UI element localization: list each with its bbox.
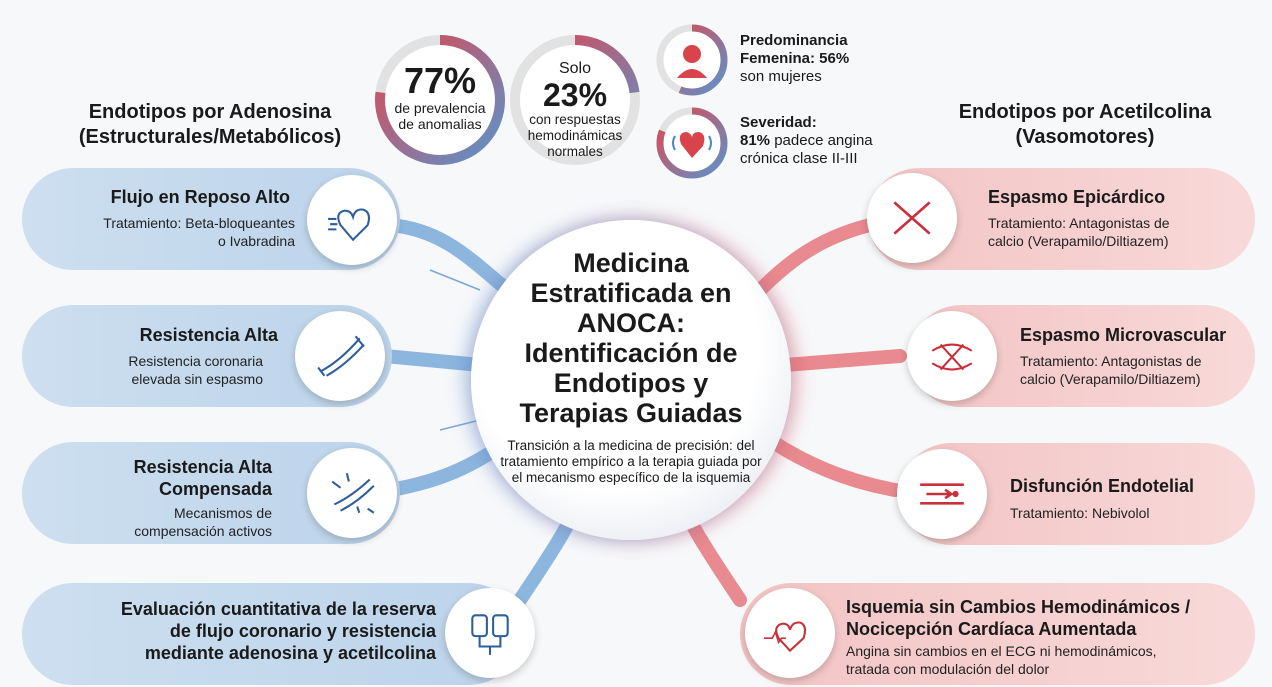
assessment-reserve[interactable] [22,583,520,685]
stat-label: con respuestas hemodinámicas normales [527,112,623,159]
main-title: Medicina Estratificada en ANOCA: Identif… [471,248,791,428]
sub-line: Tratamiento: Antagonistas de [988,215,1170,231]
sub-line: Mecanismos de [173,505,272,521]
sub-line: calcio (Verapamilo/Diltiazem) [988,233,1169,249]
left-heading-line: (Estructurales/Metabólicos) [78,126,342,148]
title-line: Terapias Guiadas [519,398,743,428]
vessel-arrows-icon [307,448,397,538]
item-sub: Mecanismos de compensación activos [40,504,272,540]
stat-value: 23% [542,77,608,113]
sub-line: Tratamiento: Antagonistas de [1020,353,1202,369]
item-title: Espasmo Epicárdico [988,187,1166,207]
title-line: Medicina [573,248,689,278]
title-line: Estratificada en [530,278,732,308]
title-line: ANOCA: [577,308,685,338]
title-line: Isquemia sin Cambios Hemodinámicos / [846,597,1191,617]
left-heading: Endotipos por Adenosina (Estructurales/Me… [40,100,380,150]
woman-icon [677,45,707,78]
endothelium-icon [897,449,987,539]
sub-line: elevada sin espasmo [131,371,263,387]
iv-bags-icon [445,588,535,678]
spasm-vessel-icon [867,173,957,263]
heart-ecg-icon [745,588,835,678]
sub-line: calcio (Verapamilo/Diltiazem) [1020,371,1201,387]
stat-normal: Solo 23% con respuestas hemodinámicas no… [515,60,635,160]
item-sub: Tratamiento: Antagonistas de calcio (Vera… [1020,352,1202,388]
title-line: de flujo coronario y resistencia [169,621,436,641]
center-hub: Medicina Estratificada en ANOCA: Identif… [471,220,791,540]
stat-label: de prevalencia de anomalias [394,100,486,132]
sub-line: Tratamiento: Beta-bloqueantes [103,215,295,231]
title-line: Endotipos y [553,368,709,398]
title-line: mediante adenosina y acetilcolina [144,643,436,663]
stat-title: Severidad: [740,114,817,131]
microvascular-icon [907,311,997,401]
narrow-vessel-icon [295,311,385,401]
normal-ring [510,35,640,165]
sub-line: Resistencia coronaria [128,353,263,369]
item-title: Espasmo Microvascular [1020,325,1227,345]
stat-label: son mujeres [740,68,822,85]
stat-female: Predominancia Femenina: 56%son mujeres [740,32,870,86]
title-line: Evaluación cuantitativa de la reserva [120,599,436,619]
heart-icon [672,132,712,158]
item-title: Disfunción Endotelial [1010,476,1195,496]
sub-line: compensación activos [134,523,272,539]
title-line: Identificación de [524,338,738,368]
item-title: Isquemia sin Cambios Hemodinámicos /Noci… [846,596,1190,640]
sub-line: Angina sin cambios en el ECG ni hemodiná… [846,643,1157,659]
title-line: Nocicepción Cardíaca Aumentada [846,619,1137,639]
title-line: Compensada [158,479,272,499]
item-sub: Angina sin cambios en el ECG ni hemodiná… [846,642,1157,678]
item-title: Flujo en Reposo Alto [110,187,290,207]
main-subtitle: Transición a la medicina de precisión: d… [500,438,762,485]
item-sub: Tratamiento: Antagonistas de calcio (Vera… [988,214,1170,250]
stat-value: 77% [403,60,477,101]
item-sub: Tratamiento: Nebivolol [1010,505,1150,521]
stat-severity: Severidad:81% padece angina crónica clas… [740,114,900,168]
heart-flow-icon [307,175,397,265]
sub-line: o Ivabradina [217,233,295,249]
stat-bold: 81% [740,132,771,149]
item-sub: Resistencia coronaria elevada sin espasmo [40,352,263,388]
left-heading-line: Endotipos por Adenosina [88,101,332,123]
stat-prevalence: 77% de prevalencia de anomalias [385,60,495,133]
sub-line: tratada con modulación del dolor [846,661,1050,677]
stat-label: padece angina crónica clase II-III [740,132,873,167]
right-heading: Endotipos por Acetilcolina (Vasomotores) [920,100,1250,150]
prevalence-ring [375,35,505,165]
stat-rings [375,35,640,165]
right-heading-line: Endotipos por Acetilcolina [958,101,1212,123]
right-heading-line: (Vasomotores) [1015,126,1155,148]
small-rings [656,24,728,179]
stat-title: Predominancia Femenina: 56% [740,32,850,67]
stat-pre: Solo [558,60,592,77]
title-line: Resistencia Alta [133,457,272,477]
item-title: Resistencia Alta [139,325,278,345]
item-sub: Tratamiento: Beta-bloqueantes o Ivabradin… [40,214,295,250]
